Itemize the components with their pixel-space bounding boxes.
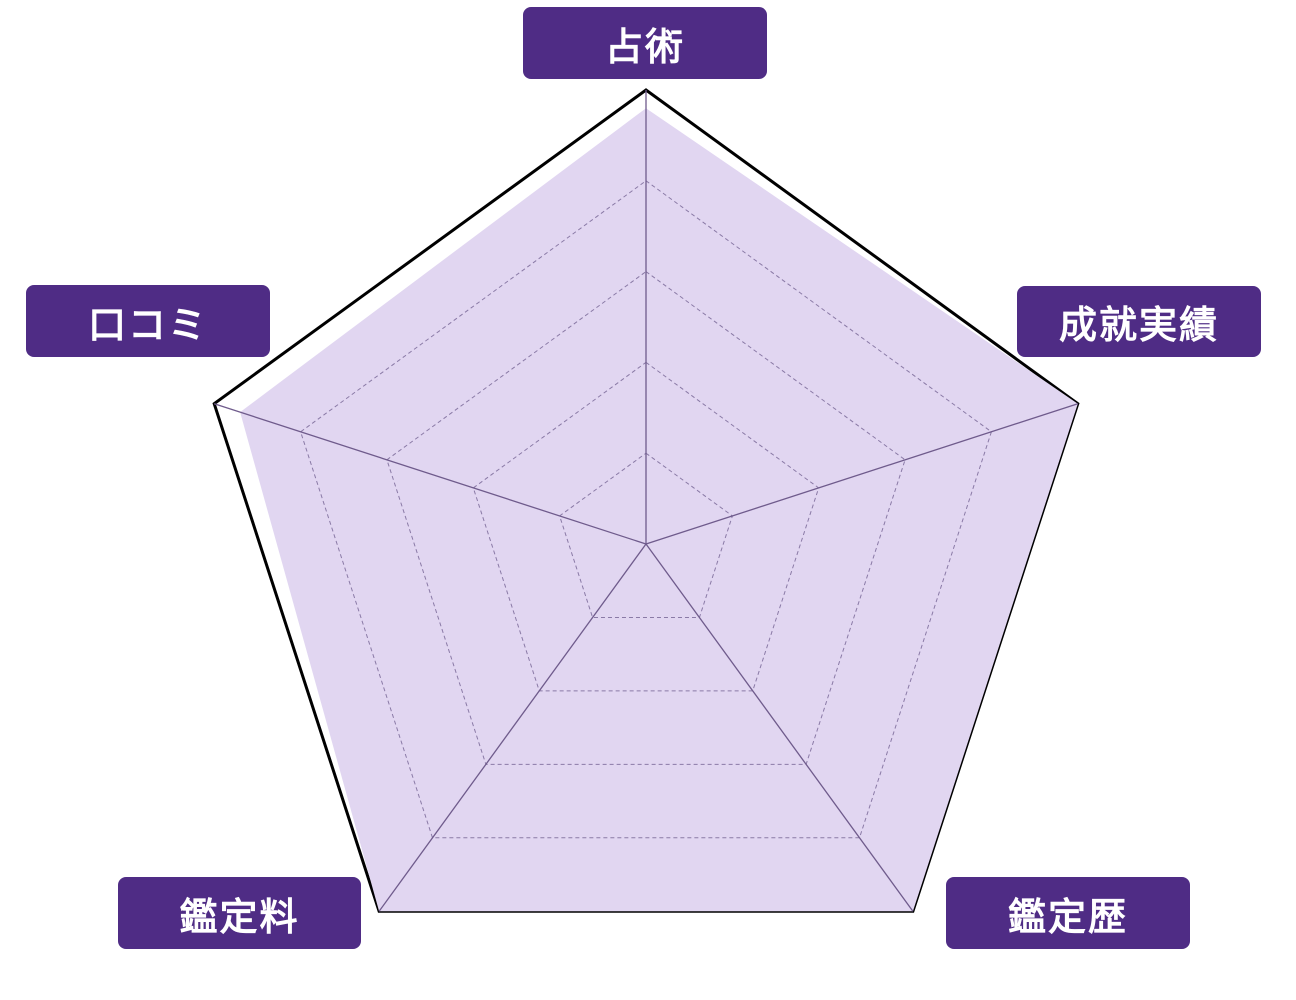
data-series-area [240,108,1078,912]
grid-rings [300,180,992,839]
grid-ring-3 [386,270,906,765]
axis-spoke-5 [213,403,647,545]
axis-label-jouju-jisseki: 成就実績 [1017,286,1261,357]
grid-ring-4 [300,180,992,839]
axis-spoke-3 [645,543,914,912]
axis-label-uranai-jutsu: 占術 [523,7,767,79]
axis-spoke-2 [645,403,1079,545]
axis-label-kantei-ryou: 鑑定料 [118,877,361,949]
axis-spokes [213,90,1079,912]
grid-ring-2 [472,361,820,692]
grid-ring-1 [559,452,733,618]
axis-label-kantei-reki: 鑑定歴 [946,877,1190,949]
axis-spoke-4 [378,543,647,912]
axis-label-kuchikomi: 口コミ [26,285,270,357]
